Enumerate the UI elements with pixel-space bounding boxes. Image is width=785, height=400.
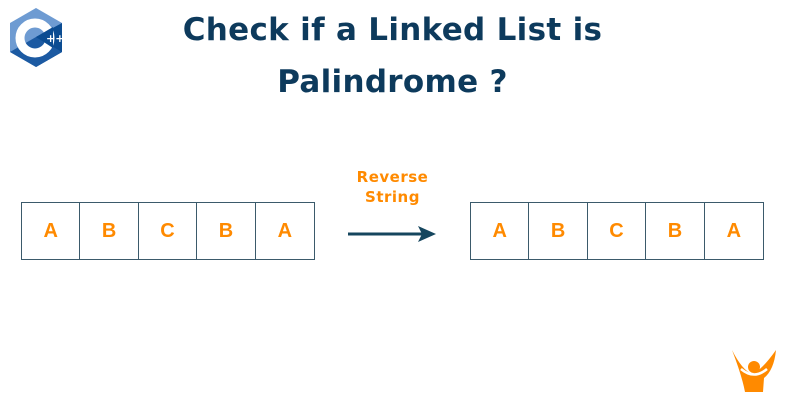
page-title-line2: Palindrome ?	[277, 64, 508, 100]
arrow-right-icon	[346, 224, 438, 248]
reversed-list: A B C B A	[470, 202, 764, 260]
cpp-logo-icon: ++	[5, 6, 67, 72]
svg-text:++: ++	[46, 32, 64, 45]
list-node: B	[646, 203, 705, 259]
original-list: A B C B A	[21, 202, 315, 260]
list-node: A	[471, 203, 530, 259]
operation-label: Reverse String	[340, 167, 445, 207]
page-title-line1: Check if a Linked List is	[182, 12, 603, 48]
list-node: C	[139, 203, 198, 259]
list-node: A	[22, 203, 81, 259]
list-node: A	[277, 219, 293, 242]
list-node: B	[197, 203, 256, 259]
brand-logo-icon	[730, 348, 778, 396]
list-node: B	[80, 203, 139, 259]
list-node: A	[726, 219, 742, 242]
list-node: B	[529, 203, 588, 259]
operation-label-line1: Reverse	[356, 168, 429, 186]
operation-label-line2: String	[365, 188, 420, 206]
list-node: C	[588, 203, 647, 259]
